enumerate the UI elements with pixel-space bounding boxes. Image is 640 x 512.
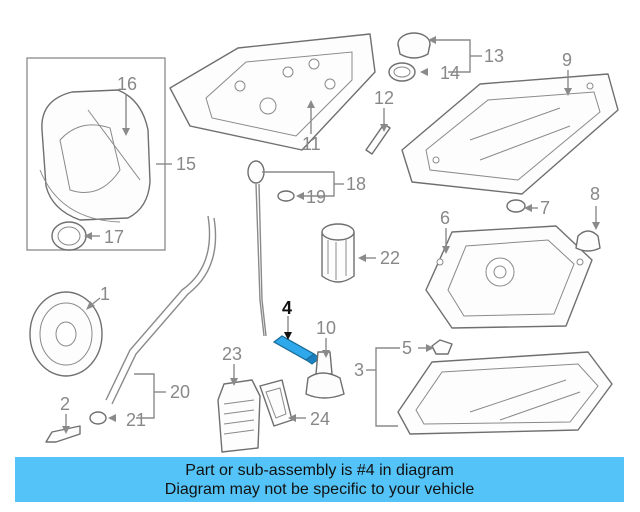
part-sensor-12 (365, 123, 391, 155)
part-lower-oil-pan (397, 339, 613, 435)
part-oil-cooler (217, 379, 293, 453)
part-ladder-frame (401, 73, 619, 195)
callout-21: 21 (126, 410, 146, 430)
callout-2: 2 (60, 394, 70, 414)
callout-12: 12 (374, 88, 394, 108)
part-oil-tube (89, 215, 217, 425)
callout-16: 16 (117, 74, 137, 94)
callout-6: 6 (440, 208, 450, 228)
callout-11: 11 (302, 134, 321, 154)
part-crank-pulley (29, 291, 103, 377)
callout-4: 4 (282, 298, 292, 318)
callout-14: 14 (440, 63, 460, 83)
callout-23: 23 (222, 344, 242, 364)
part-valve-cover (169, 33, 376, 151)
part-timing-cover (26, 57, 166, 251)
exploded-parts-diagram: 16 15 17 11 13 14 12 9 18 19 22 6 7 8 1 … (26, 32, 619, 453)
callout-20: 20 (170, 382, 190, 402)
callout-10: 10 (316, 318, 336, 338)
callout-8: 8 (590, 184, 600, 204)
callout-18: 18 (346, 174, 366, 194)
callout-19: 19 (306, 187, 326, 207)
info-banner: Part or sub-assembly is #4 in diagram Di… (15, 457, 624, 502)
callout-9: 9 (562, 50, 572, 70)
callout-5: 5 (402, 338, 412, 358)
part-front-cover (425, 199, 601, 329)
callout-3: 3 (354, 360, 364, 380)
banner-line-1: Part or sub-assembly is #4 in diagram (185, 462, 454, 479)
banner-line-2: Diagram may not be specific to your vehi… (164, 481, 475, 498)
callout-15: 15 (176, 154, 196, 174)
callout-24: 24 (310, 409, 330, 429)
part-oil-sensor (305, 351, 345, 399)
part-bolt (45, 425, 81, 443)
part-oil-filler-cap (388, 32, 431, 82)
part-4-highlighted (272, 335, 321, 365)
callout-7: 7 (540, 198, 550, 218)
callout-13: 13 (484, 46, 504, 66)
callout-22: 22 (380, 248, 400, 268)
part-oil-filter (321, 223, 355, 283)
callout-1: 1 (100, 284, 110, 304)
callout-17: 17 (104, 227, 124, 247)
leader-lines (62, 36, 600, 434)
callout-labels: 16 15 17 11 13 14 12 9 18 19 22 6 7 8 1 … (60, 46, 600, 430)
